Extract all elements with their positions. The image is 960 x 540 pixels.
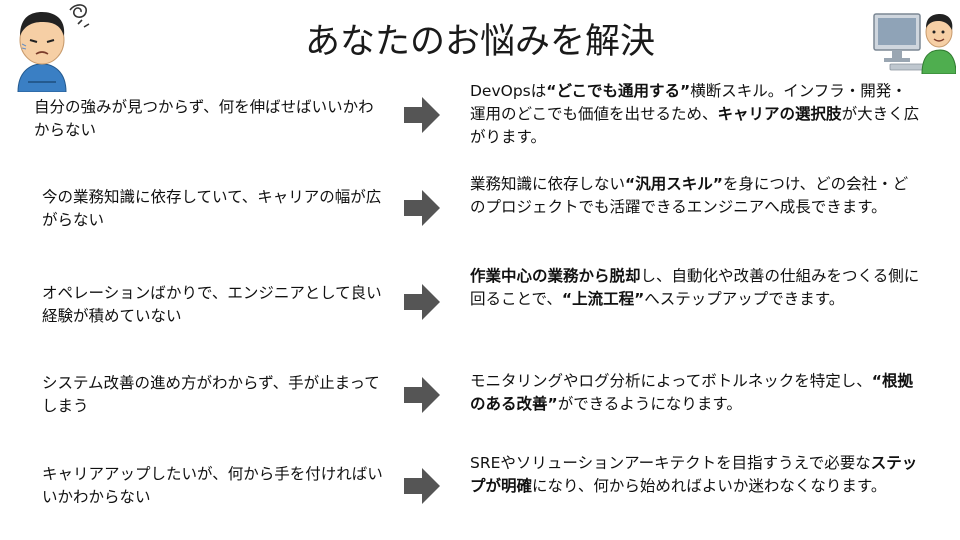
solution-segment: へステップアップできます。 — [644, 290, 845, 308]
solution-segment: モニタリングやログ分析によってボトルネックを特定し、 — [470, 372, 872, 390]
right-arrow-icon — [404, 377, 440, 413]
right-arrow-icon — [404, 284, 440, 320]
right-arrow-icon — [404, 190, 440, 226]
solution-segment: ができるようになります。 — [557, 395, 742, 413]
worried-man-illustration — [17, 4, 90, 92]
page-title: あなたのお悩みを解決 — [304, 22, 655, 62]
solution-segment: SREやソリューションアーキテクトを目指すうえで必要な — [470, 454, 871, 472]
solution-text: 作業中心の業務から脱却し、自動化や改善の仕組みをつくる側に回ることで、“上流工程… — [470, 265, 920, 311]
solution-text: モニタリングやログ分析によってボトルネックを特定し、“根拠のある改善”ができるよ… — [470, 370, 920, 416]
swirl-icon — [69, 4, 90, 28]
problem-text: オペレーションばかりで、エンジニアとして良い経験が積めていない — [42, 284, 382, 325]
solution-text: 業務知識に依存しない“汎用スキル”を身につけ、どの会社・どのプロジェクトでも活躍… — [470, 173, 920, 219]
problem-text: 今の業務知識に依存していて、キャリアの幅が広がらない — [42, 188, 382, 229]
man-at-computer-illustration — [873, 13, 956, 74]
solution-emphasis: キャリアの選択肢 — [717, 105, 842, 123]
solution-segment: が大きく広がります。 — [470, 105, 920, 146]
solution-segment: を身につけ、どの会社・どのプロジェクトでも活躍できるエンジニアへ成長できます。 — [470, 175, 909, 216]
right-arrow-icon — [404, 468, 440, 504]
solution-segment: DevOpsは — [470, 82, 547, 100]
problem-text: 自分の強みが見つからず、何を伸ばせばいいかわからない — [34, 98, 374, 139]
right-arrow-icon — [404, 97, 440, 133]
solution-emphasis: “根拠のある改善” — [470, 372, 913, 413]
problem-text: キャリアアップしたいが、何から手を付ければいいかわからない — [42, 465, 383, 506]
solution-segment: 業務知識に依存しない — [470, 175, 626, 193]
solution-emphasis: 作業中心の業務から脱却 — [470, 267, 641, 285]
solution-segment: になり、何から始めればよいか迷わなくなります。 — [532, 477, 887, 495]
solution-emphasis: “上流工程” — [561, 290, 645, 308]
solution-emphasis: “汎用スキル” — [625, 175, 723, 193]
solution-emphasis: ステップが明確 — [470, 454, 918, 495]
solution-emphasis: “どこでも通用する” — [546, 82, 691, 100]
problem-text: システム改善の進め方がわからず、手が止まってしまう — [42, 374, 380, 415]
solution-segment: し、自動化や改善の仕組みをつくる側に回ることで、 — [470, 267, 920, 308]
solution-segment: 横断スキル。インフラ・開発・運用のどこでも価値を出せるため、 — [470, 82, 907, 123]
solution-text: SREやソリューションアーキテクトを目指すうえで必要なステップが明確になり、何か… — [470, 452, 920, 498]
solution-text: DevOpsは“どこでも通用する”横断スキル。インフラ・開発・運用のどこでも価値… — [470, 80, 920, 149]
